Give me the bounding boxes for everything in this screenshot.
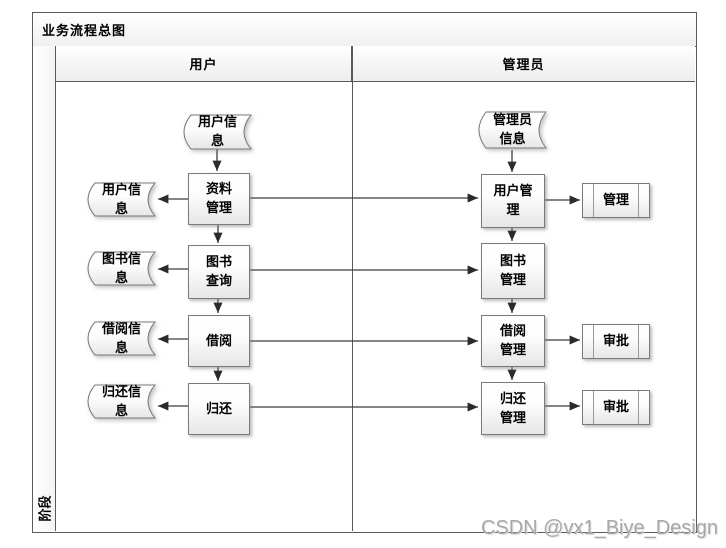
node-guihuan: 归还 (188, 383, 250, 435)
node-label: 图书 查询 (205, 254, 232, 288)
node-label: 借阅信 息 (101, 320, 141, 355)
diagram-title: 业务流程总图 (42, 23, 127, 38)
node-yonghu-guanli: 用户管 理 (481, 174, 545, 228)
node-label: 借阅 (205, 332, 232, 348)
node-label: 管理员 信息 (492, 112, 532, 146)
node-label: 图书信 息 (101, 250, 141, 285)
watermark: CSDN @vx1_Biye_Design (480, 517, 718, 539)
node-tushu-info: 图书信 息 (87, 250, 157, 286)
diagram-title-bar: 业务流程总图 (32, 12, 697, 47)
node-tushu-chaxun: 图书 查询 (188, 245, 250, 299)
predefined-process-bars-icon (593, 184, 639, 217)
node-label: 用户信 息 (101, 181, 141, 216)
node-user-info-out: 用户信 息 (87, 181, 157, 217)
node-shenpi-2: 审批 (582, 390, 650, 425)
node-guihuan-info: 归还信 息 (87, 383, 157, 419)
node-label: 归还 管理 (499, 390, 526, 425)
node-label: 归还 (205, 400, 232, 416)
node-label: 用户信 息 (197, 114, 237, 148)
node-admin-info-source: 管理员 信息 (478, 111, 548, 149)
node-label: 资料 管理 (205, 181, 232, 215)
node-ziliao-guanli: 资料 管理 (188, 173, 250, 225)
node-jieyue-guanli: 借阅 管理 (481, 315, 545, 367)
node-label: 管理 (602, 192, 629, 208)
predefined-process-bars-icon (593, 391, 639, 424)
node-jieyue: 借阅 (188, 315, 250, 367)
lane-header-user-label: 用户 (189, 57, 218, 72)
node-guanli-subprocess: 管理 (582, 183, 650, 218)
lane-header-admin-label: 管理员 (502, 57, 545, 72)
stage-strip (33, 46, 56, 531)
node-label: 归还信 息 (101, 383, 141, 418)
node-tushu-guanli: 图书 管理 (481, 243, 545, 299)
node-label: 审批 (602, 399, 629, 415)
node-user-info-source: 用户信 息 (183, 114, 253, 150)
lane-header-admin: 管理员 (352, 46, 695, 82)
node-label: 用户管 理 (493, 183, 533, 217)
lane-header-user: 用户 (56, 46, 352, 82)
lane-divider (352, 46, 353, 531)
node-label: 借阅 管理 (499, 323, 526, 357)
node-shenpi-1: 审批 (582, 324, 650, 359)
node-label: 审批 (602, 333, 629, 349)
node-guihuan-guanli: 归还 管理 (481, 382, 545, 435)
node-jieyue-info: 借阅信 息 (87, 320, 157, 356)
node-label: 图书 管理 (499, 253, 526, 287)
predefined-process-bars-icon (593, 325, 639, 358)
